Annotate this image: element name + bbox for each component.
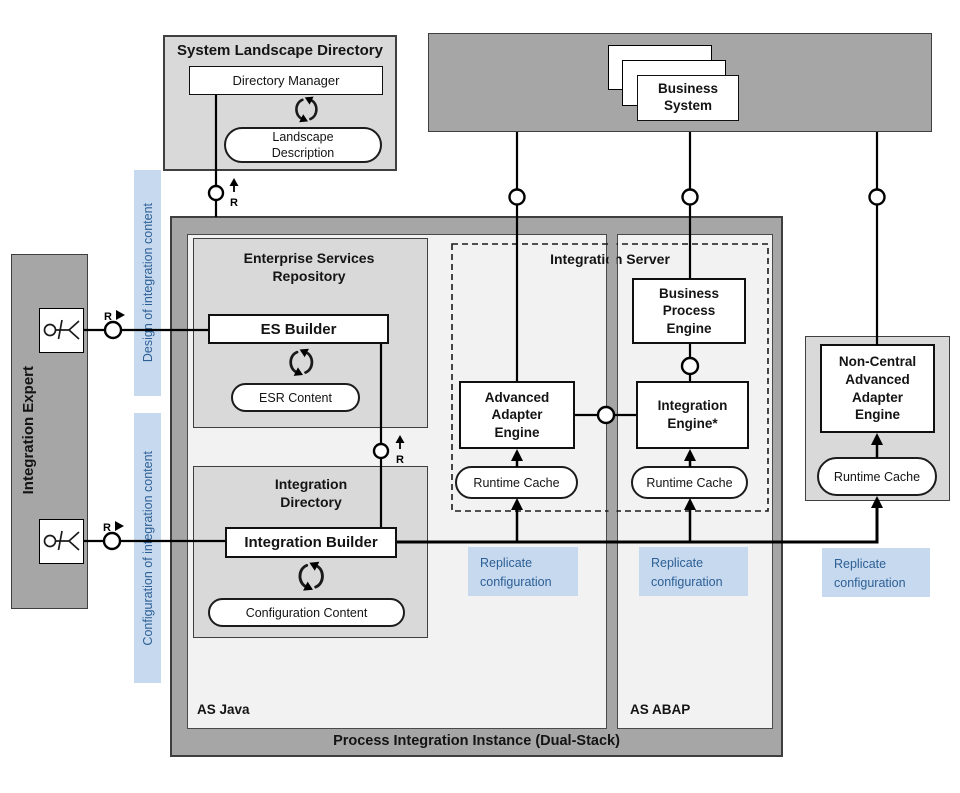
integration-engine-box: Integration Engine* — [636, 381, 749, 449]
integration-builder-box: Integration Builder — [225, 527, 397, 558]
directory-manager-label: Directory Manager — [232, 73, 340, 88]
configuration-content-label: Configuration Content — [245, 605, 368, 620]
business-process-engine-label: Business Process Engine — [658, 285, 720, 336]
landscape-description-shape: Landscape Description — [224, 127, 382, 163]
lollipop-interface-icon — [508, 188, 526, 206]
lollipop-interface-icon — [681, 188, 699, 206]
runtime-cache-aae-shape: Runtime Cache — [455, 466, 578, 499]
non-central-aae-box: Non-Central Advanced Adapter Engine — [820, 344, 935, 433]
design-activity-bar: Design of integration content — [134, 170, 161, 396]
lollipop-interface-icon — [102, 531, 122, 551]
landscape-description-label: Landscape Description — [271, 129, 335, 160]
svg-text:R: R — [230, 197, 238, 209]
business-system-label: Business System — [657, 81, 719, 113]
as-java-label: AS Java — [197, 702, 250, 717]
svg-text:R: R — [103, 522, 111, 534]
replicate-configuration-label-ncaae: Replicate configuration — [822, 548, 930, 597]
design-activity-label: Design of integration content — [140, 203, 155, 363]
esr-content-shape: ESR Content — [231, 383, 360, 412]
runtime-cache-ie-shape: Runtime Cache — [631, 466, 748, 499]
es-builder-box: ES Builder — [208, 314, 389, 344]
svg-text:R: R — [104, 311, 112, 323]
integration-server-title: Integration Server — [550, 251, 670, 267]
sld-title: System Landscape Directory — [177, 42, 383, 59]
es-builder-label: ES Builder — [260, 320, 337, 338]
integration-engine-label: Integration Engine* — [657, 398, 728, 431]
business-system-box: Business System — [637, 75, 739, 121]
business-process-engine-box: Business Process Engine — [632, 278, 746, 344]
lollipop-interface-icon — [207, 184, 225, 202]
configuration-content-shape: Configuration Content — [208, 598, 405, 627]
runtime-cache-label: Runtime Cache — [646, 475, 733, 490]
r-right-arrow: R — [103, 521, 124, 534]
replicate-configuration-label-aae: Replicate configuration — [468, 547, 578, 596]
runtime-cache-label: Runtime Cache — [833, 469, 921, 484]
r-up-arrow: R — [229, 178, 239, 209]
as-abap-label: AS ABAP — [630, 702, 691, 717]
runtime-cache-ncaae-shape: Runtime Cache — [817, 457, 937, 496]
integration-directory-title: Integration Directory — [274, 476, 348, 511]
replicate-configuration-label-ie: Replicate configuration — [639, 547, 748, 596]
esr-content-label: ESR Content — [259, 390, 332, 405]
configuration-activity-label: Configuration of integration content — [140, 450, 155, 646]
advanced-adapter-engine-label: Advanced Adapter Engine — [484, 389, 550, 440]
actor-box-config — [39, 519, 84, 564]
runtime-cache-label: Runtime Cache — [473, 475, 560, 490]
non-central-aae-label: Non-Central Advanced Adapter Engine — [838, 354, 917, 423]
directory-manager-box: Directory Manager — [189, 66, 383, 95]
integration-builder-label: Integration Builder — [244, 534, 378, 551]
pi-instance-title: Process Integration Instance (Dual-Stack… — [333, 733, 620, 749]
actor-box-design — [39, 308, 84, 353]
advanced-adapter-engine-box: Advanced Adapter Engine — [459, 381, 575, 449]
integration-expert-label: Integration Expert — [19, 366, 37, 495]
esr-title: Enterprise Services Repository — [243, 250, 375, 285]
configuration-activity-bar: Configuration of integration content — [134, 413, 161, 683]
r-right-arrow: R — [104, 310, 125, 323]
lollipop-interface-icon — [868, 188, 886, 206]
lollipop-interface-icon — [103, 320, 123, 340]
